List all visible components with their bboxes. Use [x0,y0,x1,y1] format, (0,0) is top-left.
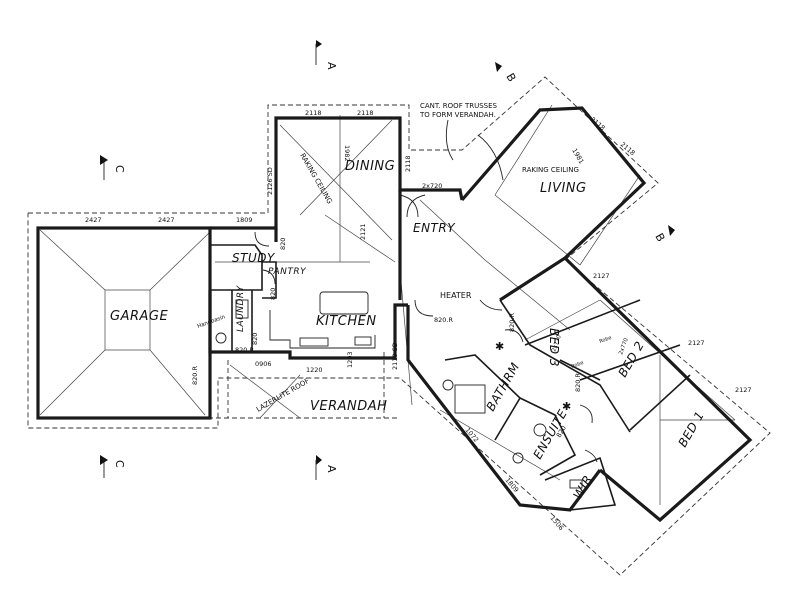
bedroom-wing-walls [499,255,753,523]
dim-2427-b: 2427 [158,216,175,224]
dim-2118-c: 2118 [404,155,412,172]
room-dining: DINING [345,159,395,174]
dim-2110: 2110 SD [391,342,399,370]
dim-2121: 2121 [359,223,367,240]
dim-2127-b: 2127 [688,339,705,347]
note-raking-ceiling-dining: RAKING CEILING [298,152,333,205]
note-arrow [445,119,454,161]
dim-2x770-a: 2x770 [551,334,563,353]
dim-820r-heater: 820.R [434,316,453,324]
room-bed1: BED 1 [675,409,707,450]
room-kitchen: KITCHEN [316,314,377,329]
dim-2127-a: 2127 [593,272,610,280]
room-laundry: LAUNDRY [236,284,246,332]
note-raking-ceiling-living: RAKING CEILING [522,166,579,174]
dim-820-b: 820 [269,288,277,300]
room-bed3: BED 3 [547,328,561,367]
ensuite-basin [533,423,547,437]
section-c-bottom: C [113,460,126,468]
dim-2126: 2126 SD [266,167,274,195]
room-wir: WIR [570,473,595,502]
dim-2118-a: 2118 [305,109,322,117]
dimensions: 2118 2118 2118 2118 2118 2427 2427 1809 … [85,109,752,532]
note-cant-roof-2: TO FORM VERANDAH. [419,111,496,119]
note-handbasin: Handbasin [197,314,227,330]
dim-820-a: 820 [279,238,287,250]
room-bed2: BED 2 [615,339,647,380]
dim-2127-c: 2127 [735,386,752,394]
dim-1220: 1220 [306,366,323,374]
note-robe-2: Robe [599,335,613,345]
walls [36,106,753,523]
section-c-top: C [113,165,126,173]
ensuite-toilet [512,452,524,464]
room-entry: ENTRY [413,221,456,235]
room-living: LIVING [540,181,587,196]
room-garage: GARAGE [110,309,168,324]
svg-text:✱: ✱ [562,400,571,413]
main-walls [210,116,464,230]
note-lazerlite-roof: LAZERLITE ROOF [255,377,311,414]
section-a-top: A [325,62,338,70]
room-verandah: VERANDAH [310,399,387,414]
note-robe-1: Robe [571,360,585,370]
section-b-right: B [652,231,667,244]
kitchen-cooktop [354,336,372,346]
heater-label: HEATER [440,291,472,300]
laundry-fixture [235,299,249,319]
living-walls [460,106,647,260]
dim-820r-laundry: 820.R [235,346,254,354]
kitchen-sink [299,337,329,347]
svg-text:✱: ✱ [495,340,504,353]
dim-820r-bed2: 820.R [574,373,582,392]
dim-2118-b: 2118 [357,109,374,117]
bath-tub [454,384,486,414]
note-cant-roof-1: CANT. ROOF TRUSSES [420,102,498,110]
dim-820r-garage: 820.R [191,366,199,385]
dim-2427-a: 2427 [85,216,102,224]
section-markers: A A C C B B [100,40,675,480]
note-arrow-2 [477,134,504,181]
door-swings [254,194,598,463]
dim-1981: 1981 [570,147,585,165]
section-a-bottom: A [325,465,338,473]
dim-1203: 1203 [346,351,354,368]
smoke-detector-icon: ✱ ✱ [495,340,571,413]
dim-2x770-b: 2x770 [618,337,630,356]
dim-0906: 0906 [255,360,272,368]
dim-2x720: 2x720 [422,182,442,190]
dim-820-c: 820 [251,333,259,345]
dim-1809: 1809 [236,216,253,224]
laundry-tub [215,332,227,344]
dim-2118-d: 2118 [589,115,607,132]
bath-fixture [442,379,454,391]
kitchen-island [319,291,369,315]
section-b-top: B [503,71,518,84]
dim-820r-bed3: 820.R [508,313,516,332]
wir-shelf [569,479,583,489]
room-pantry: PANTRY [268,267,307,277]
roof-outline [27,76,771,576]
dim-1982: 1982 [343,145,351,162]
room-study: STUDY [232,251,276,265]
dim-1506: 1506 [548,514,565,532]
